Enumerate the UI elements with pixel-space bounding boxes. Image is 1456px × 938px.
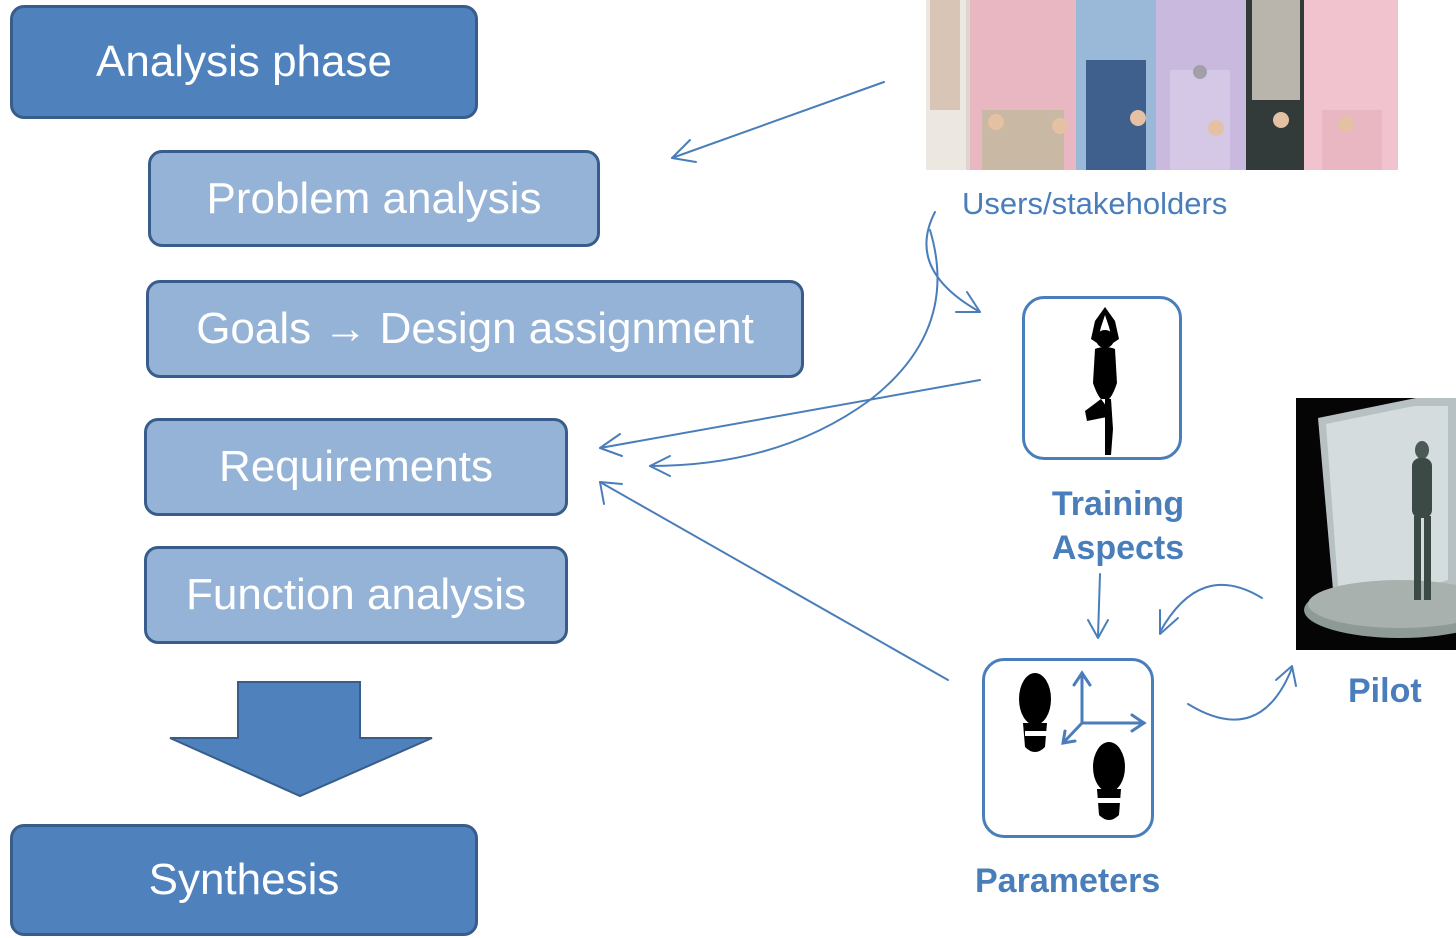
arrow-training-to-parameters (1097, 573, 1101, 637)
parameters-icon-box (982, 658, 1154, 838)
goals-design-label: Goals → Design assignment (196, 304, 754, 353)
yoga-tree-pose-icon (1085, 307, 1119, 455)
footprints-axes-icon (1019, 670, 1147, 820)
function-analysis-label: Function analysis (186, 570, 526, 619)
training-aspects-icon-box (1022, 296, 1182, 460)
requirements-box: Requirements (144, 418, 568, 516)
function-analysis-box: Function analysis (144, 546, 568, 644)
analysis-phase-box: Analysis phase (10, 5, 478, 119)
training-aspects-label: Training Aspects (1040, 482, 1196, 570)
users-photo (926, 0, 1398, 170)
pilot-label: Pilot (1348, 672, 1422, 710)
pilot-photo-image (1296, 398, 1456, 650)
requirements-label: Requirements (219, 442, 493, 491)
training-line-1: Training (1051, 485, 1185, 523)
problem-analysis-box: Problem analysis (148, 150, 600, 247)
pilot-photo (1296, 398, 1456, 650)
arrow-parameters-to-pilot (1187, 667, 1293, 721)
arrow-pilot-to-parameters (1159, 583, 1263, 633)
arrow-parameters-to-requirements (599, 481, 949, 681)
training-line-2: Aspects (1051, 529, 1185, 567)
arrow-users-to-training (925, 211, 981, 313)
synthesis-box: Synthesis (10, 824, 478, 936)
arrow-training-to-requirements (599, 379, 981, 449)
users-stakeholders-label: Users/stakeholders (962, 186, 1228, 221)
synthesis-label: Synthesis (148, 855, 340, 904)
problem-analysis-label: Problem analysis (206, 173, 542, 223)
goals-design-box: Goals → Design assignment (146, 280, 804, 378)
analysis-phase-label: Analysis phase (96, 37, 392, 86)
parameters-label: Parameters (975, 862, 1161, 900)
arrow-users-to-problem (671, 81, 885, 159)
users-photo-image (926, 0, 1398, 170)
